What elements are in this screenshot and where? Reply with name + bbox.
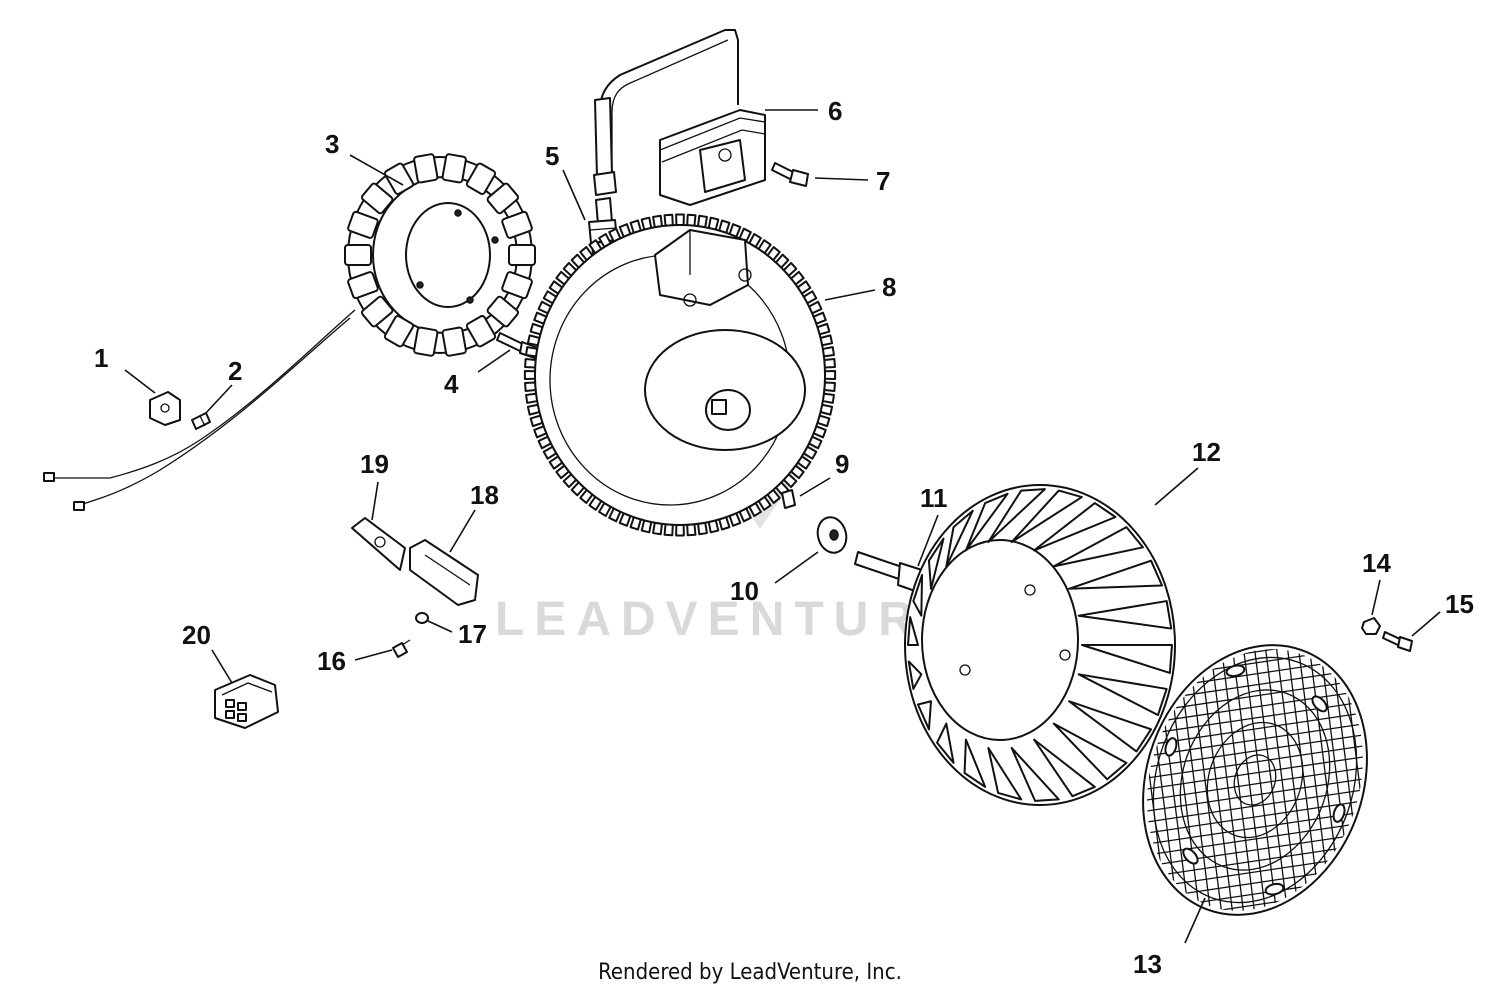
credit-text: Rendered by LeadVenture, Inc. [598, 960, 902, 985]
connector [214, 674, 279, 729]
small-screw [392, 639, 411, 658]
washer [816, 516, 848, 554]
callout-1: 1 [94, 343, 108, 373]
screen-screw [1382, 631, 1413, 652]
gasket [351, 517, 406, 571]
wire-clamp [149, 391, 181, 426]
callout-20: 20 [182, 620, 211, 650]
callout-8: 8 [882, 272, 896, 302]
clamp-screw [191, 412, 211, 430]
callout-13: 13 [1133, 949, 1162, 979]
callouts: 1 2 3 4 5 6 7 8 9 10 11 12 13 14 15 16 1… [94, 96, 1474, 979]
leader-lines [124, 109, 1441, 944]
stator [43, 153, 536, 511]
watermark-text: LEADVENTURE [495, 593, 965, 646]
callout-12: 12 [1192, 437, 1221, 467]
callout-17: 17 [458, 619, 487, 649]
callout-14: 14 [1362, 548, 1391, 578]
ignition-module [599, 29, 766, 206]
callout-4: 4 [444, 369, 459, 399]
callout-5: 5 [545, 141, 559, 171]
callout-11: 11 [920, 483, 948, 513]
callout-9: 9 [835, 449, 849, 479]
callout-15: 15 [1445, 589, 1474, 619]
callout-19: 19 [360, 449, 389, 479]
callout-7: 7 [876, 166, 890, 196]
callout-2: 2 [228, 356, 242, 386]
callout-3: 3 [325, 129, 339, 159]
rectifier [409, 539, 479, 606]
callout-10: 10 [730, 576, 759, 606]
lock-washer [415, 612, 429, 624]
nut [1361, 617, 1381, 635]
flywheel-key [781, 489, 796, 509]
callout-6: 6 [828, 96, 842, 126]
callout-18: 18 [470, 480, 499, 510]
cooling-fan [904, 484, 1176, 806]
module-screw [771, 162, 809, 187]
callout-16: 16 [317, 646, 346, 676]
flywheel [523, 213, 837, 537]
